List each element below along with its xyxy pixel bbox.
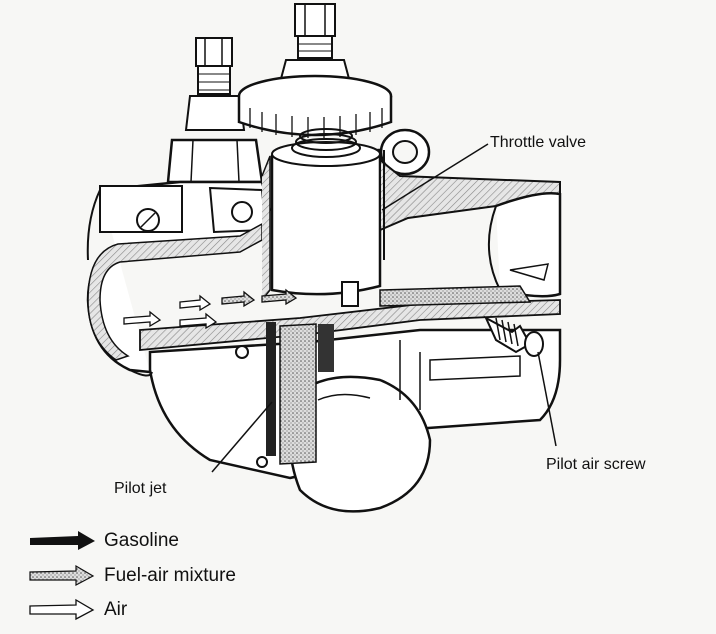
- legend-swatch-air: [29, 598, 95, 621]
- legend-label-air: Air: [104, 599, 128, 620]
- throttle-valve-leader: [381, 143, 489, 211]
- legend-swatch-fuel-air-mixture: [29, 564, 95, 586]
- pilot-air-screw-label: Pilot air screw: [546, 456, 646, 473]
- left-adjuster: [166, 37, 264, 184]
- cable-guide: [379, 128, 431, 176]
- pilot-air-screw-leader: [537, 351, 557, 447]
- legend-label-gasoline: Gasoline: [104, 530, 179, 551]
- pilot-jet-label: Pilot jet: [114, 480, 167, 497]
- pilot-jet-leader: [211, 401, 273, 473]
- legend-label-fuel-air-mixture: Fuel-air mixture: [104, 565, 236, 586]
- legend-swatch-gasoline: [30, 531, 95, 550]
- chamber-cap: [237, 74, 393, 138]
- throttle-valve-label: Throttle valve: [490, 134, 587, 151]
- carburetor-body: [86, 128, 562, 513]
